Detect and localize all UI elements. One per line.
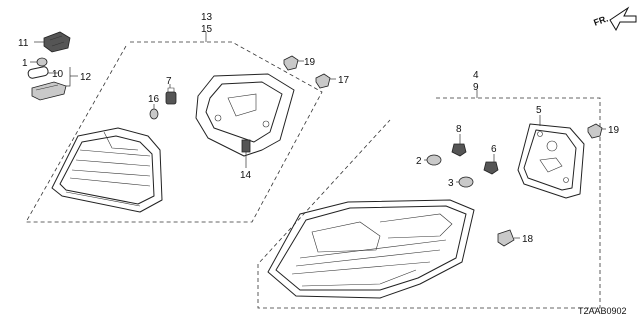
callout-12: 12 (80, 72, 92, 83)
callout-4: 4 (473, 70, 479, 81)
clip-part-19-top (283, 55, 304, 71)
bulb-part-3 (456, 176, 474, 188)
callout-9: 9 (473, 82, 479, 93)
socket-part-11 (34, 31, 71, 53)
callout-5: 5 (536, 105, 542, 116)
callout-19-right: 19 (608, 125, 620, 136)
gasket-part-10 (27, 66, 58, 79)
bulb-part-16 (149, 104, 159, 120)
clip-part-17 (315, 73, 336, 89)
socket-part-8 (451, 134, 467, 157)
right-group-boundary (257, 97, 601, 309)
bulb-part-1 (30, 57, 48, 67)
gasket-part-5 (517, 115, 585, 199)
left-group-boundary (25, 41, 323, 223)
clip-part-19-right (587, 123, 606, 139)
grommet-part-18 (497, 229, 520, 247)
diagram-code: T2AAB0902 (578, 306, 627, 316)
callout-15: 15 (201, 24, 213, 35)
bulb-part-2 (424, 154, 442, 166)
callout-6: 6 (491, 144, 497, 155)
callout-3: 3 (448, 178, 454, 189)
callout-16: 16 (148, 94, 160, 105)
callout-10: 10 (52, 69, 64, 80)
inner-taillight-assembly (51, 127, 163, 213)
callout-1: 1 (22, 58, 28, 69)
socket-part-6 (483, 154, 499, 175)
socket-part-7 (165, 84, 177, 105)
callout-18: 18 (522, 234, 534, 245)
callout-2: 2 (416, 156, 422, 167)
callout-8: 8 (456, 124, 462, 135)
callout-11: 11 (18, 38, 29, 49)
front-direction-label: FR. (592, 13, 609, 27)
callout-13: 13 (201, 12, 213, 23)
callout-7: 7 (166, 76, 172, 87)
callout-14: 14 (240, 170, 252, 181)
mounting-base-part-14 (195, 73, 295, 168)
lens-part-12 (31, 67, 78, 101)
callout-19-top: 19 (304, 57, 316, 68)
front-direction-arrow: FR. (592, 6, 637, 32)
outer-taillight-assembly (267, 199, 475, 299)
callout-17: 17 (338, 75, 350, 86)
